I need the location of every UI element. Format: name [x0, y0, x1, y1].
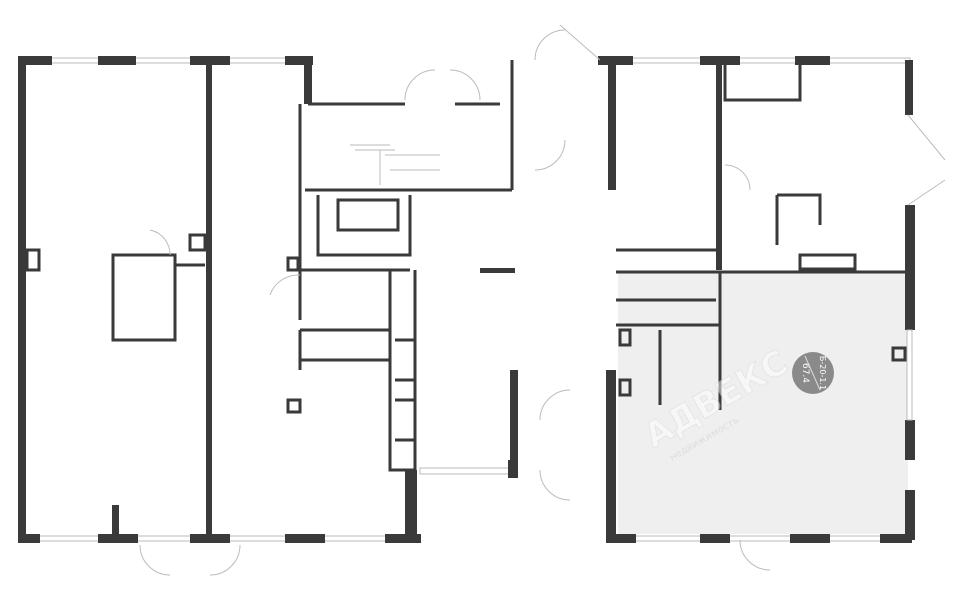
walls-left — [18, 56, 421, 543]
unit-badge[interactable]: Б-20-1.1 67.4 — [792, 352, 834, 394]
walls-right — [559, 24, 946, 543]
unit-area: 67.4 — [800, 363, 810, 383]
highlighted-unit[interactable] — [618, 272, 908, 534]
interior-walls-left — [25, 60, 518, 478]
doors — [139, 29, 771, 576]
unit-label: Б-20-1.1 — [818, 356, 827, 390]
